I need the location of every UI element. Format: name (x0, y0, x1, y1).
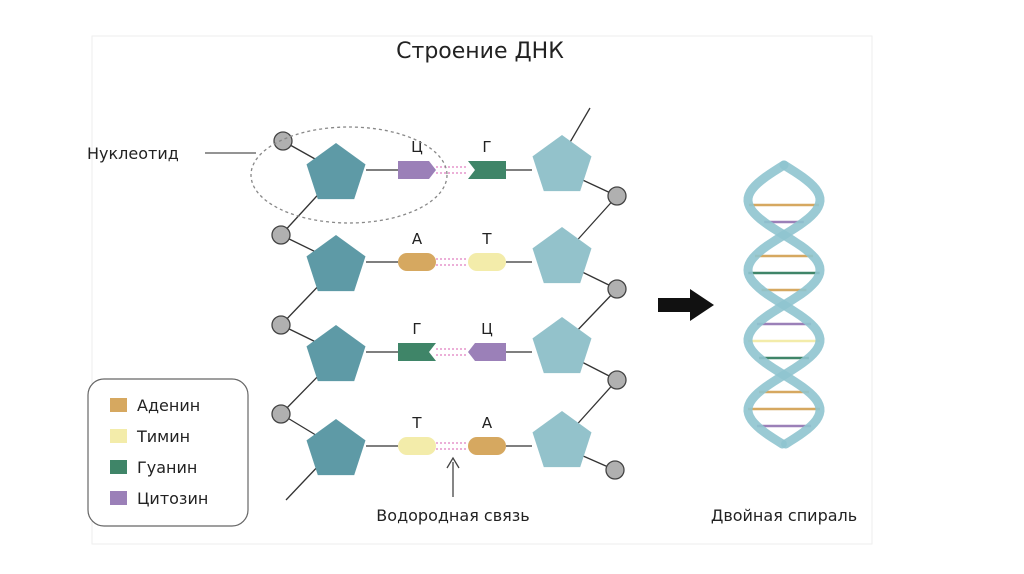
helix-strand (743, 160, 825, 449)
legend-label: Тимин (136, 427, 190, 446)
double-helix-illustration (743, 160, 825, 449)
cytosine-base (398, 161, 436, 179)
double-helix-label: Двойная спираль (711, 506, 857, 525)
phosphate-group-right (607, 279, 627, 299)
base-letter-left: Г (412, 320, 421, 338)
right-arrow-icon (658, 289, 714, 321)
phosphate-group-left (271, 404, 291, 424)
base-letter-left: А (412, 230, 423, 248)
guanine-base (468, 161, 506, 179)
base-pair-rungs: Ц Г А Т Г Ц Т А (306, 135, 592, 476)
phosphate-group-right (607, 186, 627, 206)
base-letter-left: Ц (411, 138, 423, 156)
phosphate-group-right (605, 460, 625, 480)
base-letter-right: А (482, 414, 493, 432)
deoxyribose-sugar-right (532, 317, 592, 374)
deoxyribose-sugar-left (306, 143, 366, 200)
phosphate-group-left (271, 315, 291, 335)
guanine-base (398, 343, 436, 361)
thymine-base (468, 253, 506, 271)
diagram-title: Строение ДНК (396, 39, 564, 64)
legend-label: Гуанин (137, 458, 197, 477)
nucleotide-highlight-ellipse (250, 126, 448, 224)
deoxyribose-sugar-right (532, 411, 592, 468)
base-letter-right: Ц (481, 320, 493, 338)
deoxyribose-sugar-right (532, 135, 592, 192)
guanine-legend-swatch (110, 460, 127, 474)
hydrogen-bond-label: Водородная связь (376, 506, 529, 525)
deoxyribose-sugar-left (306, 235, 366, 292)
adenine-base (398, 253, 436, 271)
phosphate-group-right (607, 370, 627, 390)
cytosine-legend-swatch (110, 491, 127, 505)
nucleotide-label: Нуклеотид (87, 144, 179, 163)
adenine-legend-swatch (110, 398, 127, 412)
deoxyribose-sugar-right (532, 227, 592, 284)
thymine-base (398, 437, 436, 455)
deoxyribose-sugar-left (306, 419, 366, 476)
base-letter-left: Т (411, 414, 422, 432)
legend-label: Цитозин (137, 489, 208, 508)
deoxyribose-sugar-left (306, 325, 366, 382)
base-letter-right: Т (481, 230, 492, 248)
base-letter-right: Г (482, 138, 491, 156)
thymine-legend-swatch (110, 429, 127, 443)
cytosine-base (468, 343, 506, 361)
slide-frame (91, 35, 873, 545)
adenine-base (468, 437, 506, 455)
phosphate-group-left (271, 225, 291, 245)
legend-label: Аденин (137, 396, 200, 415)
legend-box (87, 378, 249, 527)
hydrogen-bond-pointer-arrowhead (446, 456, 460, 469)
phosphate-group-left (273, 131, 293, 151)
